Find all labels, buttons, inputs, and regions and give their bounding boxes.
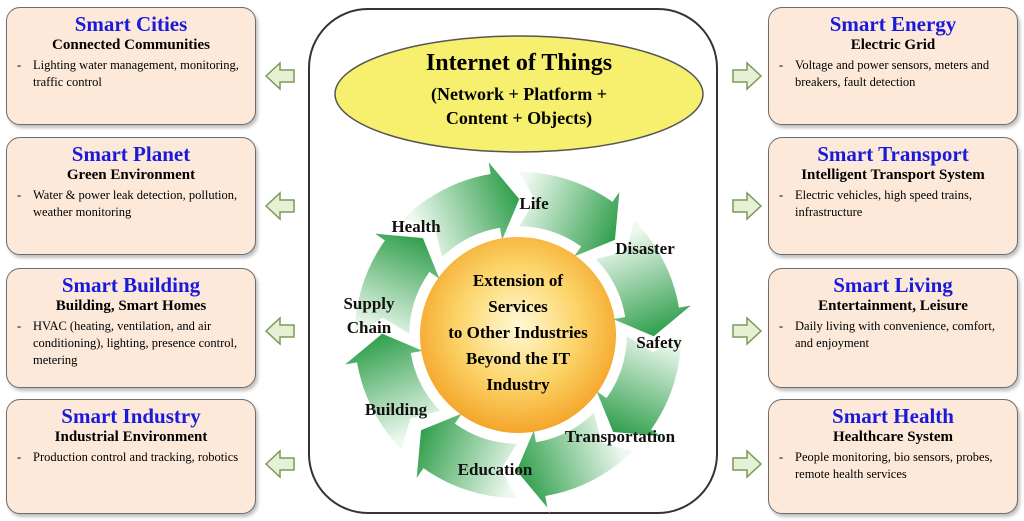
cycle-arrow-segment: [516, 170, 622, 260]
core-line-5: Industry: [486, 375, 550, 394]
box-description: Daily living with convenience, comfort, …: [777, 318, 1009, 352]
core-line-1: Extension of: [473, 271, 564, 290]
box-title: Smart Industry: [61, 404, 201, 428]
core-line-3: to Other Industries: [448, 323, 588, 342]
cycle-arrow-segment: [353, 231, 443, 337]
arrow-right-icon: [732, 316, 763, 346]
box-description: Production control and tracking, robotic…: [15, 449, 247, 466]
arrow-left-icon: [264, 191, 295, 221]
box-smart-building: Smart Building Building, Smart Homes HVA…: [6, 268, 256, 388]
box-title: Smart Cities: [74, 12, 188, 36]
arrow-right-icon: [732, 61, 763, 91]
arrow-right-icon: [732, 191, 763, 221]
cycle-arrow-segment: [593, 333, 683, 439]
core-line-2: Services: [488, 297, 548, 316]
label-supply-chain-1: Supply: [343, 294, 395, 313]
box-title: Smart Energy: [829, 12, 957, 36]
core-circle: [420, 237, 616, 433]
box-subtitle: Connected Communities: [52, 37, 210, 53]
box-subtitle: Electric Grid: [850, 37, 936, 53]
core-line-4: Beyond the IT: [466, 349, 571, 368]
box-title: Smart Building: [61, 273, 201, 297]
label-building: Building: [365, 400, 428, 419]
box-smart-transport: Smart Transport Intelligent Transport Sy…: [768, 137, 1018, 255]
box-subtitle: Intelligent Transport System: [801, 167, 985, 183]
label-disaster: Disaster: [615, 239, 675, 258]
label-transportation: Transportation: [565, 427, 676, 446]
box-smart-planet: Smart Planet Green Environment Water & p…: [6, 137, 256, 255]
label-supply-chain-2: Chain: [347, 318, 392, 337]
box-smart-industry: Smart Industry Industrial Environment Pr…: [6, 399, 256, 514]
cycle-arrow-segment: [400, 157, 522, 261]
box-title: Smart Transport: [817, 142, 969, 166]
label-life: Life: [519, 194, 549, 213]
box-title: Smart Planet: [71, 142, 191, 166]
box-description: HVAC (heating, ventilation, and air cond…: [15, 318, 247, 369]
arrow-right-icon: [732, 449, 763, 479]
box-subtitle: Building, Smart Homes: [55, 298, 207, 314]
box-title: Smart Living: [833, 273, 953, 297]
cycle-arrow-segment: [592, 217, 696, 339]
box-description: Voltage and power sensors, meters and br…: [777, 57, 1009, 91]
services-cycle: Extension of Services to Other Industrie…: [340, 157, 696, 513]
label-education: Education: [458, 460, 533, 479]
label-safety: Safety: [636, 333, 682, 352]
arrow-left-icon: [264, 61, 295, 91]
box-smart-health: Smart Health Healthcare System People mo…: [768, 399, 1018, 514]
box-smart-energy: Smart Energy Electric Grid Voltage and p…: [768, 7, 1018, 125]
arrow-left-icon: [264, 316, 295, 346]
cycle-segments: [340, 157, 696, 513]
iot-title: Internet of Things: [425, 50, 613, 76]
box-smart-cities: Smart Cities Connected Communities Light…: [6, 7, 256, 125]
box-smart-living: Smart Living Entertainment, Leisure Dail…: [768, 268, 1018, 388]
cycle-arrow-segment: [340, 331, 444, 453]
box-description: Lighting water management, monitoring, t…: [15, 57, 247, 91]
cycle-arrow-segment: [514, 409, 636, 513]
iot-subtitle-line2: Content + Objects): [445, 108, 593, 128]
label-health: Health: [391, 217, 441, 236]
box-description: Water & power leak detection, pollution,…: [15, 187, 247, 221]
box-description: People monitoring, bio sensors, probes, …: [777, 449, 1009, 483]
box-subtitle: Healthcare System: [832, 429, 954, 445]
box-title: Smart Health: [832, 404, 954, 428]
box-subtitle: Industrial Environment: [54, 429, 208, 445]
cycle-arrow-segment: [414, 410, 520, 500]
iot-ellipse: [334, 35, 704, 153]
box-subtitle: Entertainment, Leisure: [818, 298, 968, 314]
arrow-left-icon: [264, 449, 295, 479]
iot-subtitle-line1: (Network + Platform +: [431, 84, 607, 104]
box-description: Electric vehicles, high speed trains, in…: [777, 187, 1009, 221]
box-subtitle: Green Environment: [66, 167, 196, 183]
